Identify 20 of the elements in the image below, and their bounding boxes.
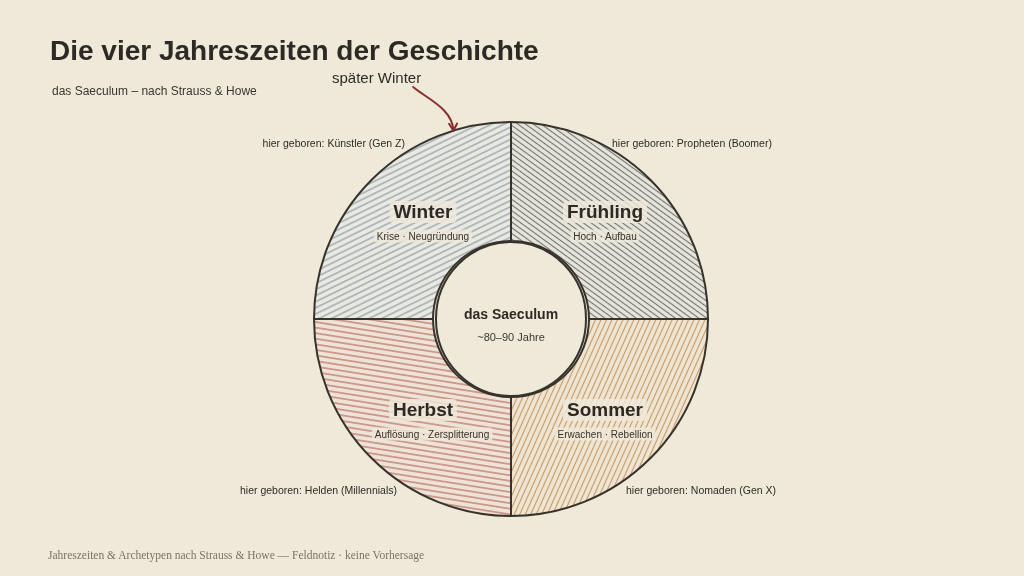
birth-note: hier geboren: Propheten (Boomer) <box>612 136 772 150</box>
footer-caption: Jahreszeiten & Archetypen nach Strauss & Howe — Feldnotiz · keine Vorhersage <box>48 549 425 561</box>
season-keywords: Auflösung · Zersplitterung <box>371 427 493 441</box>
season-title: Sommer <box>563 399 647 421</box>
birth-note: hier geboren: Nomaden (Gen X) <box>626 483 776 497</box>
arrow <box>412 86 458 132</box>
season-keywords: Erwachen · Rebellion <box>554 427 656 441</box>
center-circle <box>433 241 589 397</box>
center-title: das Saeculum <box>463 305 559 322</box>
duration-text: ~80–90 Jahre <box>477 330 545 343</box>
callout-text: später Winter <box>332 68 422 87</box>
season-keywords: Hoch · Aufbau <box>570 229 640 243</box>
birth-note: hier geboren: Helden (Millennials) <box>240 483 397 497</box>
page-title: Die vier Jahreszeiten der Geschichte <box>50 35 539 67</box>
season-keywords: Krise · Neugründung <box>373 229 473 243</box>
birth-note: hier geboren: Künstler (Gen Z) <box>262 136 405 150</box>
season-title: Herbst <box>388 399 458 421</box>
subtitle: das Saeculum – nach Strauss & Howe <box>52 84 257 99</box>
season-title: Frühling <box>563 201 647 223</box>
season-title: Winter <box>389 201 457 223</box>
